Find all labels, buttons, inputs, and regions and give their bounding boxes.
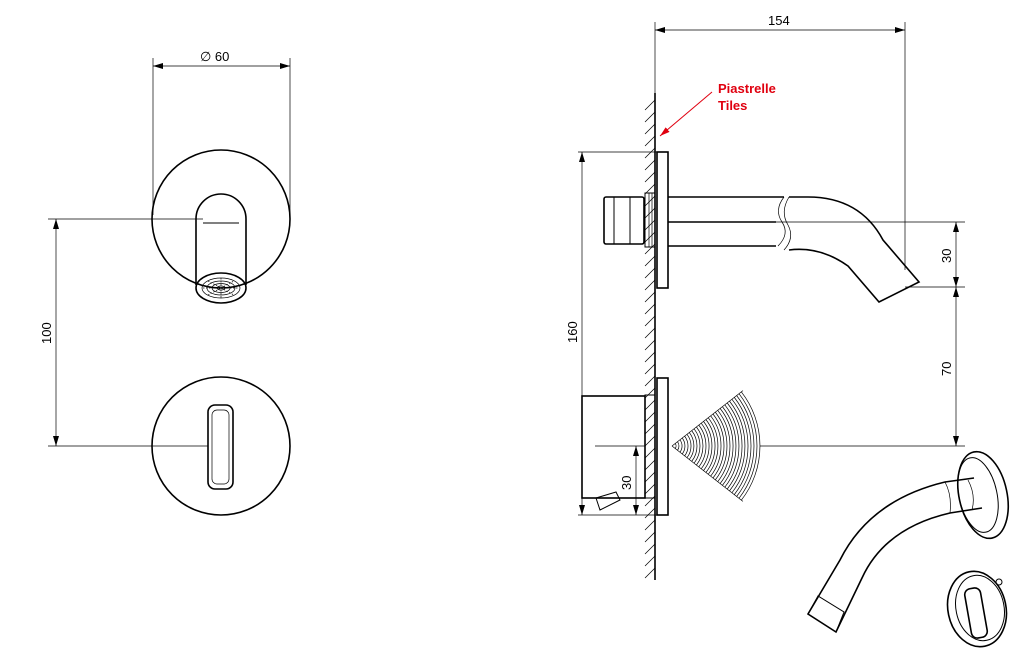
handle-side	[581, 377, 761, 516]
total-height-dimension: 160	[565, 151, 657, 516]
spout-side	[603, 151, 921, 303]
wall-annotation: Piastrelle Tiles	[659, 81, 776, 137]
vertical-spacing-dimension: 100	[39, 218, 208, 447]
wall-note-line1: Piastrelle	[718, 81, 776, 96]
perspective-handle	[946, 570, 1008, 648]
total-height-label: 160	[565, 321, 580, 343]
wall-note-line2: Tiles	[718, 98, 747, 113]
handle-offset-dimension: 30	[595, 445, 645, 515]
diameter-dimension: ∅ 60	[152, 49, 291, 215]
vertical-spacing-label: 100	[39, 322, 54, 344]
spout-drop-label: 30	[939, 249, 954, 263]
front-view: ∅ 60 100	[39, 49, 291, 516]
diameter-label: ∅ 60	[200, 49, 229, 64]
handle-rotation-arc	[671, 390, 761, 502]
perspective-spout	[806, 450, 1009, 634]
projection-label: 154	[768, 13, 790, 28]
spout-to-handle-label: 70	[939, 362, 954, 376]
wall-section	[644, 93, 656, 580]
spout-drop-dimension: 30	[776, 221, 965, 288]
projection-dimension: 154	[654, 13, 906, 270]
spout-rosette	[151, 149, 291, 304]
handle-offset-label: 30	[619, 476, 634, 490]
spout-to-handle-dimension: 70	[760, 287, 965, 447]
perspective-view	[806, 450, 1009, 648]
side-view: 154 Piastrelle Tiles	[565, 13, 965, 580]
